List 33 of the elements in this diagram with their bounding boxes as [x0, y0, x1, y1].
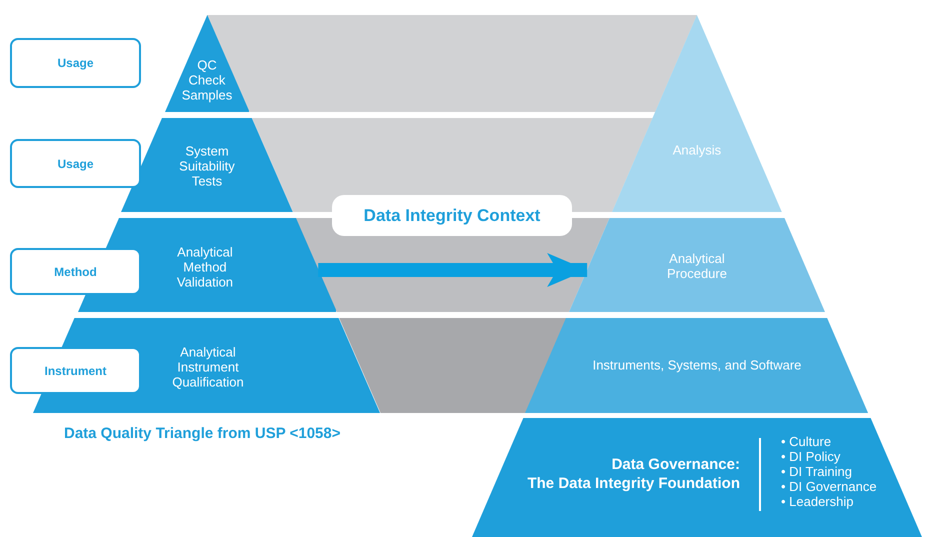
bullet-item: • DI Policy	[780, 449, 842, 464]
tier-label: Analytical Method Validation	[176, 244, 234, 290]
bullet-item: • Leadership	[780, 494, 854, 509]
tier-label: System Suitability Tests	[178, 144, 236, 188]
foundation-heading: Data Governance:	[612, 455, 740, 474]
category-box	[10, 347, 141, 394]
bullet-item: • Culture	[780, 434, 832, 449]
arrow	[318, 253, 588, 287]
category-label: Instrument	[44, 362, 106, 380]
category-box	[10, 38, 141, 88]
bullet-item: • DI Training	[780, 464, 854, 479]
pyramid-tier	[568, 218, 825, 312]
bullet-item: • DI Governance	[780, 479, 877, 494]
category-label: Method	[54, 264, 97, 280]
category-box	[10, 248, 141, 295]
pyramid-tier	[121, 118, 293, 212]
tier-label: QC Check Samples	[180, 58, 234, 102]
category-box	[10, 139, 141, 188]
tier-label: Instruments, Systems, and Software	[592, 358, 802, 372]
tier-label: Analysis	[672, 142, 722, 158]
category-label: Usage	[57, 55, 94, 72]
tier-label: Analytical Instrument Qualification	[171, 344, 245, 390]
category-label: Usage	[57, 156, 94, 172]
foundation-heading: The Data Integrity Foundation	[527, 474, 740, 493]
context-label: Data Integrity Context	[364, 204, 540, 227]
caption: Data Quality Triangle from USP <1058>	[64, 424, 341, 444]
tier-label: Analytical Procedure	[666, 251, 728, 281]
pyramid-tier	[612, 15, 782, 212]
context-label-box	[332, 195, 572, 236]
pyramid-tier	[33, 318, 381, 413]
pyramid-tier	[525, 318, 869, 413]
foundation-tier	[472, 418, 922, 537]
pyramid-tier	[164, 15, 250, 112]
